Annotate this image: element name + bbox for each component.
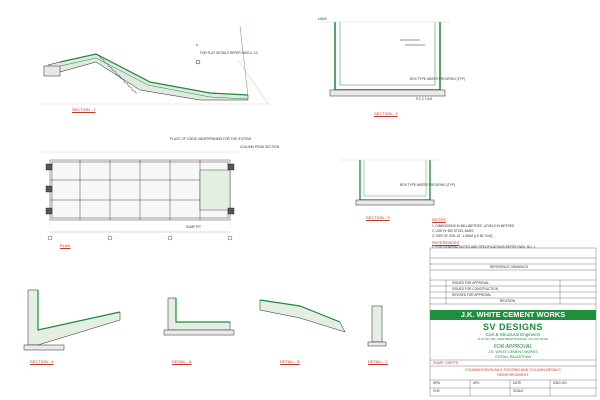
hold-down-note: PLACE OF 3 SIDE UNDERPINNING FOR THE SYS…	[170, 137, 252, 141]
title-block-frame	[429, 247, 597, 397]
box-water-note: BOX TYPE WATER PROOFING (TYP)	[410, 77, 466, 81]
references-title: REFERENCES	[432, 240, 460, 245]
rev-row-2: REVISED FOR APPROVAL	[452, 293, 492, 297]
firm-address: FLAT NO. ABC, APARTMENT BUILDING, COLONY…	[477, 338, 549, 341]
field-drn: DRN	[433, 381, 440, 385]
rev-row-3: ISSUED FOR APPROVAL	[452, 281, 490, 285]
flat-details-note: FOR FLAT DETAILS REFER DWG # -10	[200, 51, 258, 55]
field-dwg-no: DWG NO.	[553, 381, 568, 385]
level-top: ±0000	[318, 17, 327, 21]
detail-a-drawing	[163, 297, 235, 336]
detail-a-label: DETAIL - A	[172, 359, 192, 364]
detail-b-label: DETAIL - B	[280, 359, 300, 364]
sump-note: SUMP PIT	[186, 225, 201, 229]
field-apd: APD	[473, 381, 480, 385]
field-chk: CHK	[433, 389, 440, 393]
detail-b-drawing	[259, 299, 346, 333]
note-2: 2. USE Fe 500 STEEL BARS	[432, 229, 474, 233]
section-3-drawing	[340, 159, 440, 206]
client-location: GOTAN, RAJASTHAN	[495, 355, 531, 359]
note-1: 1. DIMENSIONS IN MILLIMETRES, LEVELS IN …	[432, 224, 515, 228]
firm-name: SV DESIGNS	[482, 322, 543, 332]
plan-label: PLAN	[60, 243, 71, 248]
detail-c-drawing	[367, 305, 387, 347]
reference-1: 1. FOR GENERAL NOTES AND SPECIFICATIONS …	[432, 245, 536, 249]
revision-label: REVISION	[500, 299, 516, 303]
notes-title: NOTES	[432, 217, 446, 222]
company-banner: J.K. WHITE CEMENT WORKS	[430, 310, 596, 320]
svg-text:N: N	[196, 43, 198, 47]
section-4-drawing	[23, 289, 121, 351]
approval-status: FOR APPROVAL	[493, 344, 533, 350]
note-3: 3. SIZE OF SOIL AT -1.500M (LS 55 T/m2)	[432, 234, 493, 238]
ref-drawings-label: REFERENCE DRAWINGS	[490, 265, 528, 269]
box-water-note-2: BOX TYPE WATER PROOFING (TYP)	[400, 183, 456, 187]
section-2-label: SECTION - 2	[374, 111, 398, 116]
section-3-label: SECTION - 3	[366, 215, 390, 220]
project-name: SUMP / DEPTS	[433, 361, 459, 365]
section-1-drawing: N	[40, 25, 270, 105]
detail-c-label: DETAIL - C	[368, 359, 389, 364]
drawing-subtitle: REINFORCEMENT	[497, 373, 529, 377]
field-scale: SCALE	[513, 389, 524, 393]
pcc-note: P.C.C 1:4:8	[416, 97, 433, 101]
firm-subtitle: Civil & Structural Engineers	[485, 332, 541, 337]
section-1-label: SECTION - 1	[72, 107, 96, 112]
plan-drawing	[40, 151, 240, 241]
client-name: J.K. WHITE CEMENT WORKS	[488, 350, 538, 354]
section-2-drawing	[320, 21, 450, 97]
section-4-label: SECTION - 4	[30, 359, 54, 364]
column-note: COLUMN FROM SECTION	[240, 145, 280, 149]
drawing-title: FOUNDATION PLAN & FOOTING AND COLUMN DET…	[465, 368, 561, 372]
rev-row-1: ISSUED FOR CONSTRUCTION	[452, 287, 499, 291]
field-date: DATE	[513, 381, 522, 385]
